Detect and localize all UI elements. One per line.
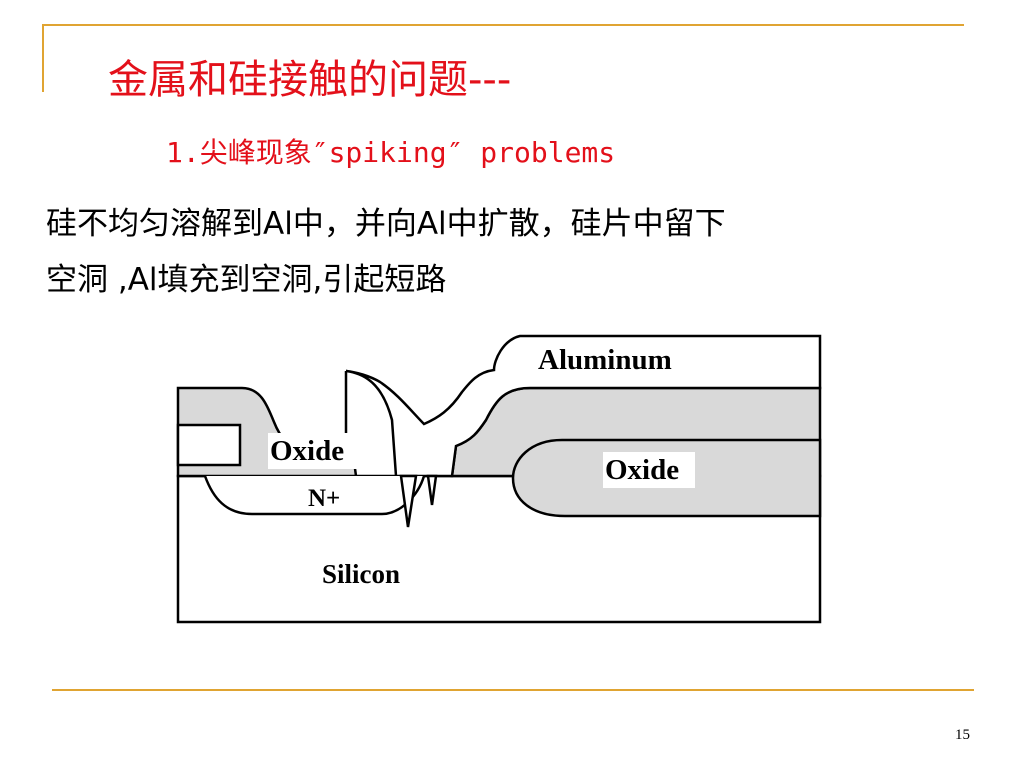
slide-title: 金属和硅接触的问题--- <box>108 57 512 103</box>
accent-line-left <box>42 24 44 92</box>
label-oxide-left: Oxide <box>270 435 344 467</box>
oxide-left-pad <box>176 423 242 467</box>
label-n-plus: N+ <box>308 485 340 512</box>
body-text: 硅不均匀溶解到Al中，并向Al中扩散，硅片中留下 空洞 ,Al填充到空洞,引起短… <box>46 196 986 308</box>
body-line-2: 空洞 ,Al填充到空洞,引起短路 <box>46 262 447 298</box>
label-aluminum: Aluminum <box>538 344 672 376</box>
slide-subtitle: 1.尖峰现象″spiking″ problems <box>166 136 616 169</box>
page-number: 15 <box>955 727 970 743</box>
spike-2 <box>426 474 438 506</box>
oxide-left-label-bg <box>268 433 358 469</box>
spike-1 <box>399 474 418 528</box>
aluminum-layer <box>345 334 822 478</box>
body-line-1: 硅不均匀溶解到Al中，并向Al中扩散，硅片中留下 <box>46 206 726 242</box>
accent-line-top <box>42 24 964 26</box>
accent-line-bottom <box>52 689 974 691</box>
label-oxide-right: Oxide <box>605 454 679 486</box>
n-plus-region <box>203 475 426 516</box>
oxide-right-label-bg <box>603 452 695 488</box>
label-silicon: Silicon <box>322 559 400 589</box>
